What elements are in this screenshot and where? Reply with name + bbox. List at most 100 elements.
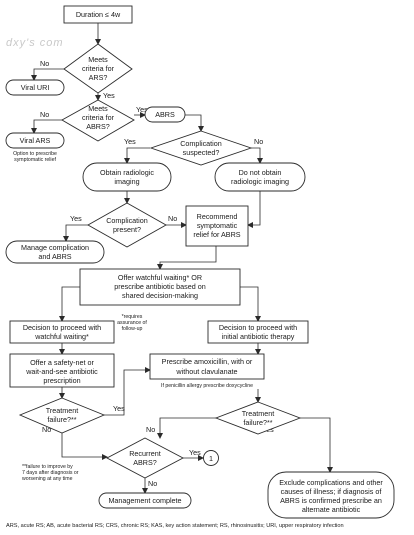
edge-tr-yes: [300, 417, 333, 473]
svg-text:Offer watchful waiting* OR: Offer watchful waiting* OR: [118, 273, 202, 282]
node-no-imaging: Do not obtain radiologic imaging: [214, 162, 306, 192]
node-exclude-complications: Exclude complications and other causes o…: [267, 471, 395, 519]
svg-text:suspected?: suspected?: [183, 148, 220, 157]
node-start-text: Duration ≤ 4w: [76, 10, 121, 19]
note-failure-definition: **failure to improve by 7 days after dia…: [22, 464, 79, 482]
edge-comp-yes: [124, 147, 150, 164]
label-rec-yes: Yes: [189, 448, 201, 457]
svg-text:without clavulanate: without clavulanate: [175, 367, 237, 376]
node-abrs: ABRS: [144, 106, 186, 123]
node-management-complete: Management complete: [98, 492, 192, 509]
node-viral-ars: Viral ARS Option to prescribe symptomati…: [5, 132, 65, 163]
label-tr-no: No: [146, 425, 155, 434]
svg-text:shared decision-making: shared decision-making: [122, 291, 198, 300]
svg-text:Recommend: Recommend: [197, 212, 238, 221]
svg-text:**failure to improve by: **failure to improve by: [22, 464, 73, 470]
decision-treatment-failure-right: Treatment failure?**: [214, 401, 302, 435]
svg-text:ARS?: ARS?: [89, 73, 108, 82]
svg-text:initial antibiotic therapy: initial antibiotic therapy: [222, 332, 295, 341]
svg-text:present?: present?: [113, 225, 141, 234]
edge-tr-no: [157, 417, 216, 439]
svg-text:follow-up: follow-up: [122, 326, 143, 332]
svg-text:criteria for: criteria for: [82, 64, 115, 73]
svg-text:Meets: Meets: [88, 104, 108, 113]
edge-abrs-no: [31, 119, 62, 134]
svg-text:Exclude complications and othe: Exclude complications and other: [279, 478, 383, 487]
penicillin-note: If penicillin allergy prescribe doxycycl…: [161, 383, 253, 389]
label-tl-no: No: [42, 425, 51, 434]
edge-tl-no: [61, 433, 108, 460]
svg-text:radiologic imaging: radiologic imaging: [231, 177, 289, 186]
label-comp-no: No: [254, 137, 263, 146]
svg-text:*requires: *requires: [122, 314, 143, 320]
node-manage-complication: Manage complication and ABRS: [5, 240, 105, 264]
node-viral-uri: Viral URI: [5, 79, 65, 96]
svg-text:Management complete: Management complete: [108, 496, 181, 505]
svg-text:Decision to proceed with: Decision to proceed with: [23, 323, 101, 332]
svg-text:ABRS is confirmed prescribe an: ABRS is confirmed prescribe an: [280, 496, 382, 505]
node-start: Duration ≤ 4w: [63, 5, 133, 24]
svg-text:assurance of: assurance of: [117, 320, 147, 326]
svg-text:prescribe antibiotic based on: prescribe antibiotic based on: [114, 282, 206, 291]
svg-text:ABRS: ABRS: [155, 110, 175, 119]
svg-text:failure?**: failure?**: [47, 415, 76, 424]
edge-ars-no: [31, 68, 66, 81]
svg-text:Treatment: Treatment: [242, 409, 275, 418]
decision-recurrent-abrs: Recurrent ABRS?: [106, 437, 184, 479]
svg-text:alternate antibiotic: alternate antibiotic: [302, 505, 361, 514]
label-present-no: No: [168, 214, 177, 223]
svg-text:wait-and-see antibiotic: wait-and-see antibiotic: [25, 367, 98, 376]
svg-text:Viral URI: Viral URI: [21, 83, 50, 92]
svg-text:symptomatic: symptomatic: [197, 221, 238, 230]
edge-comp-no: [251, 147, 263, 164]
edge-noimg-rec: [247, 191, 261, 228]
decision-complication-present: Complication present?: [87, 202, 167, 248]
decision-ars: Meets criteria for ARS?: [63, 43, 133, 94]
svg-text:symptomatic relief: symptomatic relief: [14, 157, 56, 163]
node-decide-watchful: Decision to proceed with watchful waitin…: [9, 320, 115, 344]
svg-text:imaging: imaging: [114, 177, 139, 186]
edge-offer-abx: [240, 286, 261, 322]
svg-text:Offer a safety-net or: Offer a safety-net or: [30, 358, 94, 367]
svg-text:ABRS?: ABRS?: [133, 458, 157, 467]
label-comp-yes: Yes: [124, 137, 136, 146]
label-abrs-yes: Yes: [136, 105, 148, 114]
svg-text:causes of illness; if diagnosi: causes of illness; if diagnosis of: [281, 487, 382, 496]
svg-text:Prescribe amoxicillin, with or: Prescribe amoxicillin, with or: [162, 357, 253, 366]
svg-text:watchful waiting*: watchful waiting*: [34, 332, 89, 341]
node-decide-antibiotic: Decision to proceed with initial antibio…: [207, 320, 309, 344]
edge-rec-offer: [157, 246, 217, 270]
edges: [31, 23, 333, 494]
edge-present-yes: [63, 224, 88, 242]
svg-text:failure?**: failure?**: [243, 418, 272, 427]
svg-text:and ABRS: and ABRS: [38, 252, 71, 261]
svg-text:ABRS?: ABRS?: [86, 122, 110, 131]
edge-offer-watch: [59, 286, 80, 322]
svg-text:Manage complication: Manage complication: [21, 243, 89, 252]
svg-text:1: 1: [209, 454, 213, 463]
footer-abbreviations: ARS, acute RS; AB, acute bacterial RS; C…: [6, 523, 344, 529]
svg-text:prescription: prescription: [43, 376, 80, 385]
decision-complication-suspected: Complication suspected?: [149, 130, 253, 166]
svg-text:Decision to proceed with: Decision to proceed with: [219, 323, 297, 332]
label-present-yes: Yes: [70, 214, 82, 223]
node-offer-watchful: Offer watchful waiting* OR prescribe ant…: [79, 268, 241, 306]
node-prescribe-amoxicillin: Prescribe amoxicillin, with or without c…: [149, 353, 265, 389]
label-tl-yes: Yes: [113, 404, 125, 413]
svg-text:Viral ARS: Viral ARS: [20, 136, 51, 145]
svg-text:Recurrent: Recurrent: [129, 449, 161, 458]
svg-text:Treatment: Treatment: [46, 406, 79, 415]
note-requires-followup: *requires assurance of follow-up: [117, 314, 147, 332]
svg-text:criteria for: criteria for: [82, 113, 115, 122]
svg-text:relief for ABRS: relief for ABRS: [193, 230, 240, 239]
decision-treatment-failure-left: Treatment failure?**: [18, 397, 106, 434]
decision-abrs: Meets criteria for ABRS?: [61, 99, 135, 142]
edge-abrs-comp: [185, 114, 204, 132]
node-recommend-relief: Recommend symptomatic relief for ABRS: [185, 205, 249, 247]
edge-tl-yes: [104, 367, 151, 416]
node-safety-net: Offer a safety-net or wait-and-see antib…: [9, 353, 115, 388]
label-abrs-no: No: [40, 110, 49, 119]
svg-text:Obtain radiologic: Obtain radiologic: [100, 168, 154, 177]
label-ars-no: No: [40, 59, 49, 68]
